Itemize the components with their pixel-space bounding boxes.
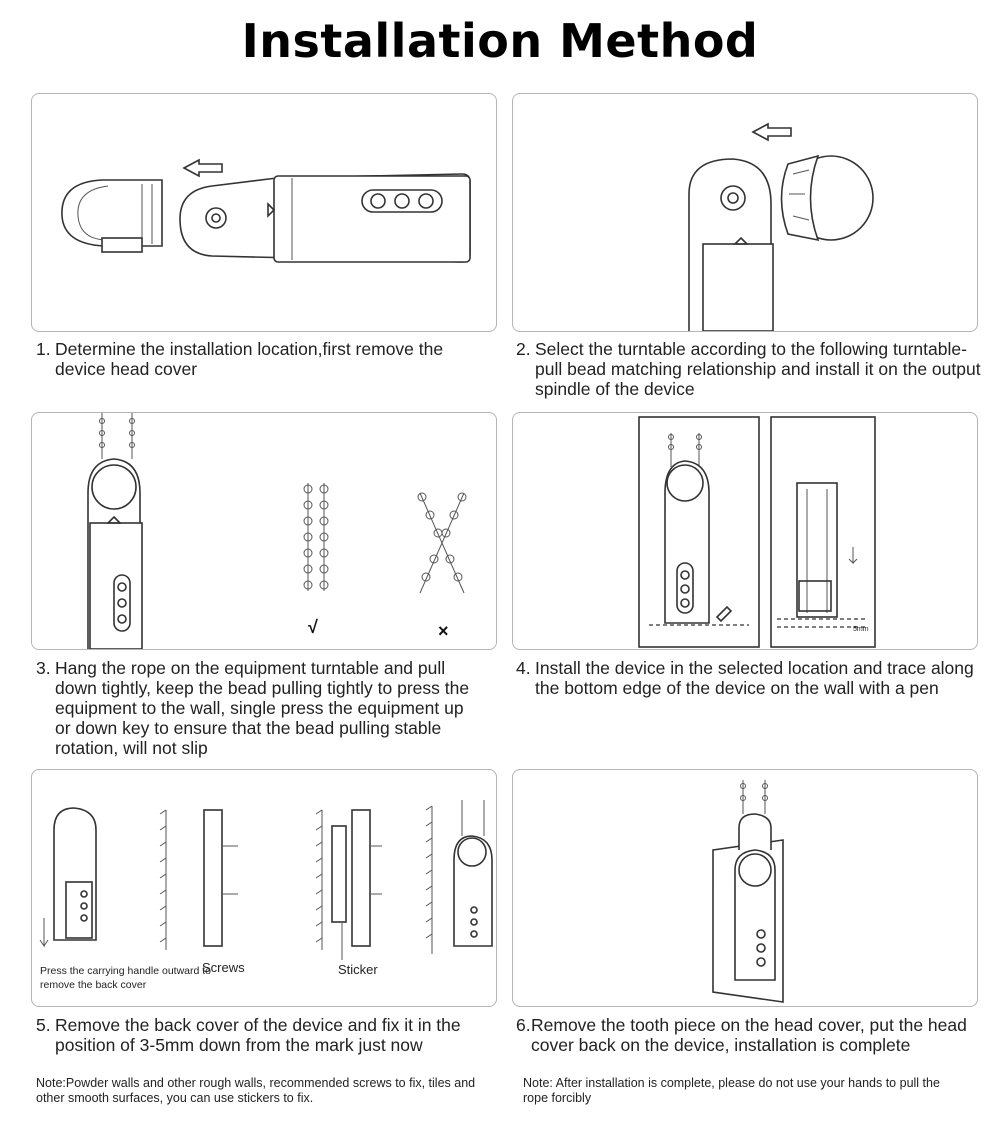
sticker [331,825,347,923]
correct-mark: √ [308,617,318,637]
head-cover [738,813,772,850]
step-6-illustration [512,769,978,1007]
wrong-mark: × [438,621,449,641]
wall-left [638,416,760,648]
step-1-illustration [31,93,497,332]
direction-arrow-icon [751,122,792,142]
turntable [91,464,137,510]
distance-label: 5mm [853,626,869,633]
back-cover [351,809,371,947]
step-5-illustration: Press the carrying handle outward to rem… [31,769,497,1007]
remove-cover-caption: Press the carrying handle outward to rem… [40,965,212,991]
step-4-illustration: 5mm [512,412,978,650]
wall-right [770,416,876,648]
crossed-chain [417,492,467,594]
bead-chain [99,413,135,459]
note-left: Note:Powder walls and other rough walls,… [36,1076,476,1105]
head-cover [61,179,163,247]
bead-chain [740,780,768,814]
note-right: Note: After installation is complete, pl… [523,1076,940,1105]
direction-arrow-icon [182,158,223,178]
sticker-label: Sticker [338,962,378,977]
page-title: Installation Method [241,14,759,68]
device-body [664,460,710,624]
step-2-illustration [512,93,978,332]
turntable [738,853,772,887]
correct-chain [303,483,329,591]
screws-label: Screws [202,960,245,975]
step-3-illustration: √ × [31,412,497,650]
back-cover [203,809,223,947]
